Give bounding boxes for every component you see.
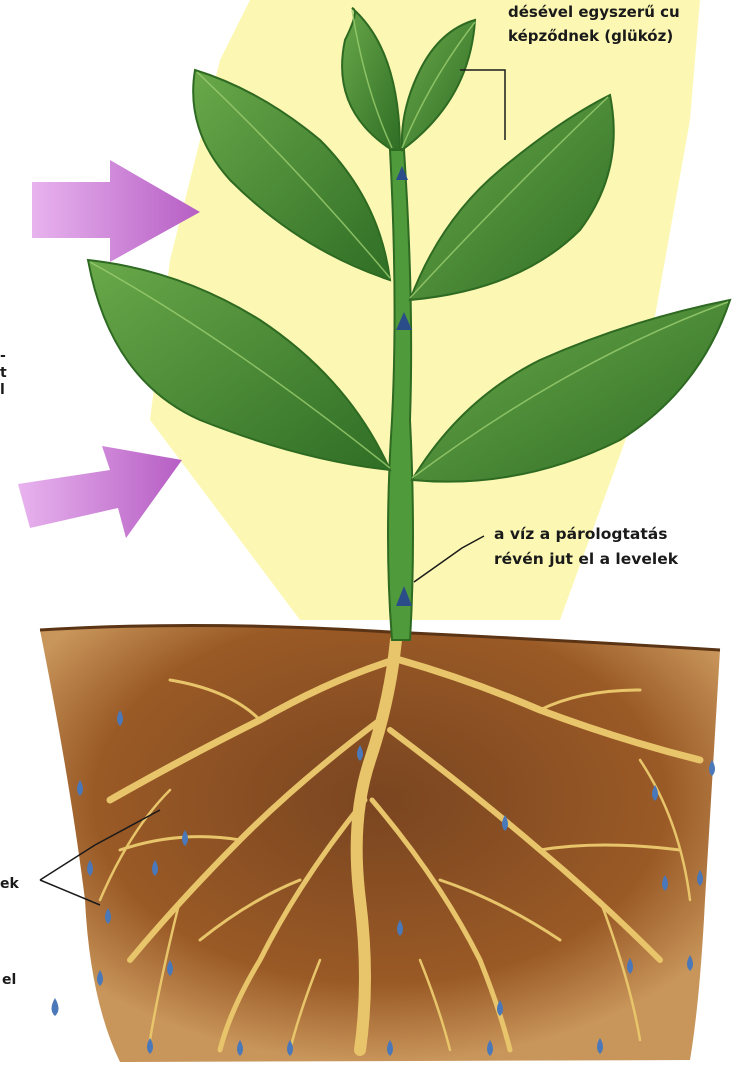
photosynthesis-label: désével egyszerű cu képződnek (glükóz)	[508, 0, 680, 48]
photosynthesis-label-line: képződnek (glükóz)	[508, 24, 680, 48]
water-transport-label: a víz a párologtatás révén jut el a leve…	[494, 522, 678, 572]
left-edge-fragment-middle: ek	[0, 876, 19, 892]
water-transport-label-line: révén jut el a levelek	[494, 547, 678, 572]
water-transport-label-line: a víz a párologtatás	[494, 522, 678, 547]
fragment-line: l	[0, 382, 7, 399]
fragment-line: t	[0, 365, 7, 382]
left-edge-fragment-upper: - t l	[0, 348, 7, 399]
fragment-line: -	[0, 348, 7, 365]
left-edge-fragment-lower: el	[2, 972, 16, 988]
photosynthesis-label-line: désével egyszerű cu	[508, 0, 680, 24]
